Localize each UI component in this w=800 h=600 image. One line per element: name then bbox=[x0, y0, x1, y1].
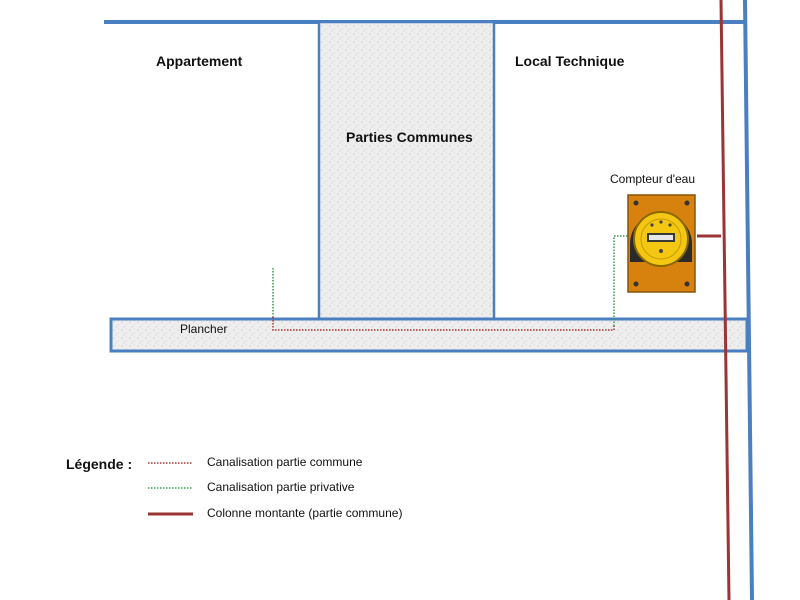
water-meter-icon bbox=[627, 194, 696, 293]
legend-title: Légende : bbox=[66, 456, 133, 472]
room-label-technical-room: Local Technique bbox=[515, 53, 625, 69]
floor-slab bbox=[109, 317, 749, 353]
riser-pipe bbox=[719, 0, 731, 600]
legend-item-riser: Colonne montante (partie commune) bbox=[207, 506, 403, 520]
meter-label: Compteur d'eau bbox=[610, 172, 696, 186]
room-label-apartment: Appartement bbox=[156, 53, 243, 69]
room-label-common-parts: Parties Communes bbox=[346, 129, 473, 145]
private-pipe-meter bbox=[613, 235, 628, 326]
right-wall bbox=[743, 0, 754, 600]
floor-label: Plancher bbox=[180, 322, 228, 336]
common-pipe bbox=[272, 317, 615, 331]
legend-item-common-pipe: Canalisation partie commune bbox=[207, 455, 363, 469]
common-parts-area bbox=[317, 20, 496, 322]
legend-item-private-pipe: Canalisation partie privative bbox=[207, 480, 355, 494]
